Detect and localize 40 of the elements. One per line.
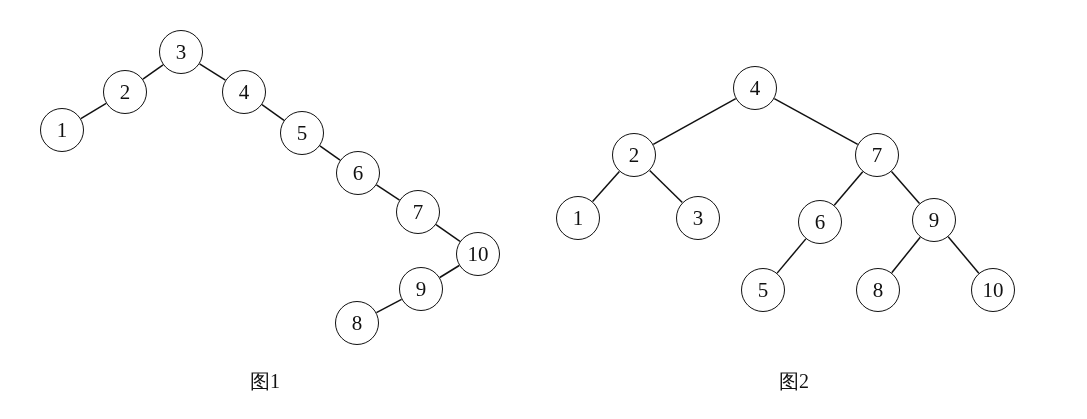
tree-node: 8 <box>856 268 900 312</box>
tree-node: 2 <box>103 70 147 114</box>
tree-edge <box>435 223 461 243</box>
tree-edge <box>80 102 107 120</box>
tree-edge <box>773 97 859 146</box>
tree-node: 9 <box>399 267 443 311</box>
tree-node: 5 <box>741 268 785 312</box>
tree-node: 10 <box>971 268 1015 312</box>
tree-edge <box>375 298 403 314</box>
figure-caption: 图2 <box>779 369 809 394</box>
tree-edge <box>142 64 164 80</box>
tree-node: 8 <box>335 301 379 345</box>
tree-edge <box>652 97 737 146</box>
tree-node: 6 <box>798 200 842 244</box>
tree-node: 4 <box>222 70 266 114</box>
tree-edge <box>890 170 921 205</box>
tree-edge <box>891 236 921 274</box>
tree-node: 3 <box>676 196 720 240</box>
tree-node: 7 <box>396 190 440 234</box>
tree-node: 3 <box>159 30 203 74</box>
tree-node: 7 <box>855 133 899 177</box>
tree-edge <box>198 63 227 81</box>
tree-edge <box>833 171 864 206</box>
tree-edge <box>439 264 460 279</box>
tree-node: 2 <box>612 133 656 177</box>
tree-node: 4 <box>733 66 777 110</box>
tree-node: 9 <box>912 198 956 242</box>
tree-edge <box>648 169 684 204</box>
tree-edge <box>776 238 807 274</box>
tree-node: 10 <box>456 232 500 276</box>
tree-edge <box>947 236 980 274</box>
figure-caption: 图1 <box>250 369 280 394</box>
tree-edge <box>591 170 621 203</box>
tree-node: 1 <box>40 108 84 152</box>
tree-edge <box>319 145 341 161</box>
tree-edge <box>375 184 401 201</box>
tree-node: 5 <box>280 111 324 155</box>
tree-node: 6 <box>336 151 380 195</box>
tree-node: 1 <box>556 196 600 240</box>
tree-edge <box>261 103 285 122</box>
